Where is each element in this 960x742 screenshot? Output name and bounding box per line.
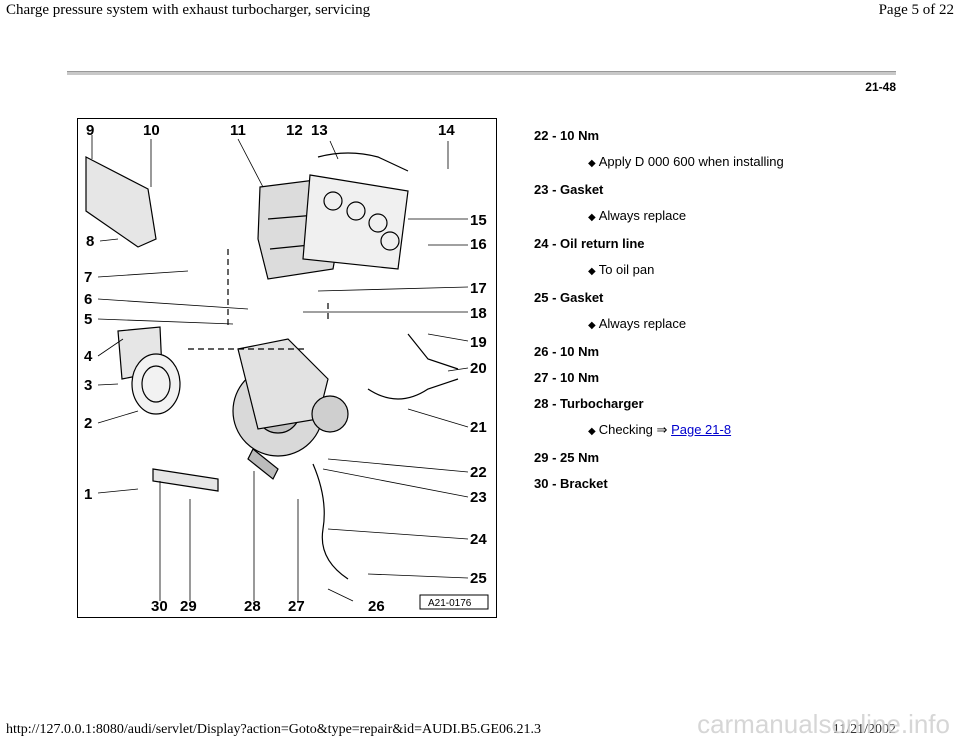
- callout-28: 28: [244, 598, 261, 615]
- legend-item: 26 - 10 Nm: [534, 344, 600, 359]
- callout-21: 21: [470, 419, 487, 436]
- callout-4: 4: [84, 348, 93, 365]
- legend-note: ◆Always replace: [588, 208, 894, 236]
- callout-14: 14: [438, 122, 455, 139]
- diamond-bullet-icon: ◆: [588, 426, 596, 437]
- legend-item: 28 - Turbocharger: [534, 396, 644, 411]
- callout-11: 11: [230, 122, 246, 139]
- page-indicator: Page 5 of 22: [878, 2, 954, 18]
- ref-code: A21-0176: [428, 598, 472, 609]
- callout-26: 26: [368, 598, 385, 615]
- callout-15: 15: [470, 212, 487, 229]
- footer-url: http://127.0.0.1:8080/audi/servlet/Displ…: [6, 722, 541, 737]
- header-rule: [67, 71, 896, 75]
- callout-18: 18: [470, 305, 487, 322]
- footer-date: 11/21/2002: [832, 722, 896, 737]
- callout-23: 23: [470, 489, 487, 506]
- callout-27: 27: [288, 598, 305, 615]
- legend-item: 23 - Gasket: [534, 182, 604, 197]
- page-code: 21-48: [865, 80, 896, 94]
- page-21-8-link[interactable]: Page 21-8: [671, 422, 732, 437]
- callout-5: 5: [84, 311, 92, 328]
- callout-16: 16: [470, 236, 487, 253]
- callout-30: 30: [151, 598, 168, 615]
- diamond-bullet-icon: ◆: [588, 158, 596, 169]
- callout-1: 1: [84, 486, 92, 503]
- arrow-icon: ⇒: [656, 422, 668, 437]
- callout-24: 24: [470, 531, 487, 548]
- ref-code-box: [419, 594, 489, 610]
- legend-note: ◆Always replace: [588, 316, 894, 344]
- legend-item: 29 - 25 Nm: [534, 450, 600, 465]
- diamond-bullet-icon: ◆: [588, 320, 596, 331]
- legend-item: 30 - Bracket: [534, 476, 608, 491]
- callout-7: 7: [84, 269, 92, 286]
- diamond-bullet-icon: ◆: [588, 266, 596, 277]
- callout-9: 9: [86, 122, 94, 139]
- callout-8: 8: [86, 233, 94, 250]
- legend-note-text: To oil pan: [598, 262, 655, 277]
- callout-13: 13: [311, 122, 328, 139]
- legend-item: 27 - 10 Nm: [534, 370, 600, 385]
- callout-6: 6: [84, 291, 92, 308]
- parts-legend: 22 - 10 Nm ◆Apply D 000 600 when install…: [534, 128, 894, 502]
- legend-note-text: Apply D 000 600 when installing: [598, 154, 784, 169]
- legend-note-text: Checking: [598, 422, 653, 437]
- callout-22: 22: [470, 464, 487, 481]
- diagram-drawing: 9 10 11 12 13 14 15 16 17 18 19 20 21 22…: [84, 122, 489, 615]
- legend-item: 22 - 10 Nm: [534, 128, 600, 143]
- callout-10: 10: [143, 122, 160, 139]
- callout-17: 17: [470, 280, 487, 297]
- callout-2: 2: [84, 415, 92, 432]
- callout-29: 29: [180, 598, 197, 615]
- callout-19: 19: [470, 334, 487, 351]
- callout-12: 12: [286, 122, 303, 139]
- exploded-diagram: 9 10 11 12 13 14 15 16 17 18 19 20 21 22…: [77, 118, 497, 618]
- legend-item: 24 - Oil return line: [534, 236, 645, 251]
- legend-note-text: Always replace: [598, 208, 687, 223]
- legend-note-text: Always replace: [598, 316, 687, 331]
- callout-25: 25: [470, 570, 487, 587]
- legend-note: ◆Checking ⇒ Page 21-8: [588, 422, 894, 450]
- legend-note: ◆Apply D 000 600 when installing: [588, 154, 894, 182]
- document-title: Charge pressure system with exhaust turb…: [6, 2, 371, 18]
- callout-20: 20: [470, 360, 487, 377]
- legend-item: 25 - Gasket: [534, 290, 604, 305]
- callout-3: 3: [84, 377, 92, 394]
- diamond-bullet-icon: ◆: [588, 212, 596, 223]
- legend-note: ◆To oil pan: [588, 262, 894, 290]
- watermark: carmanualsonline.info: [697, 709, 950, 739]
